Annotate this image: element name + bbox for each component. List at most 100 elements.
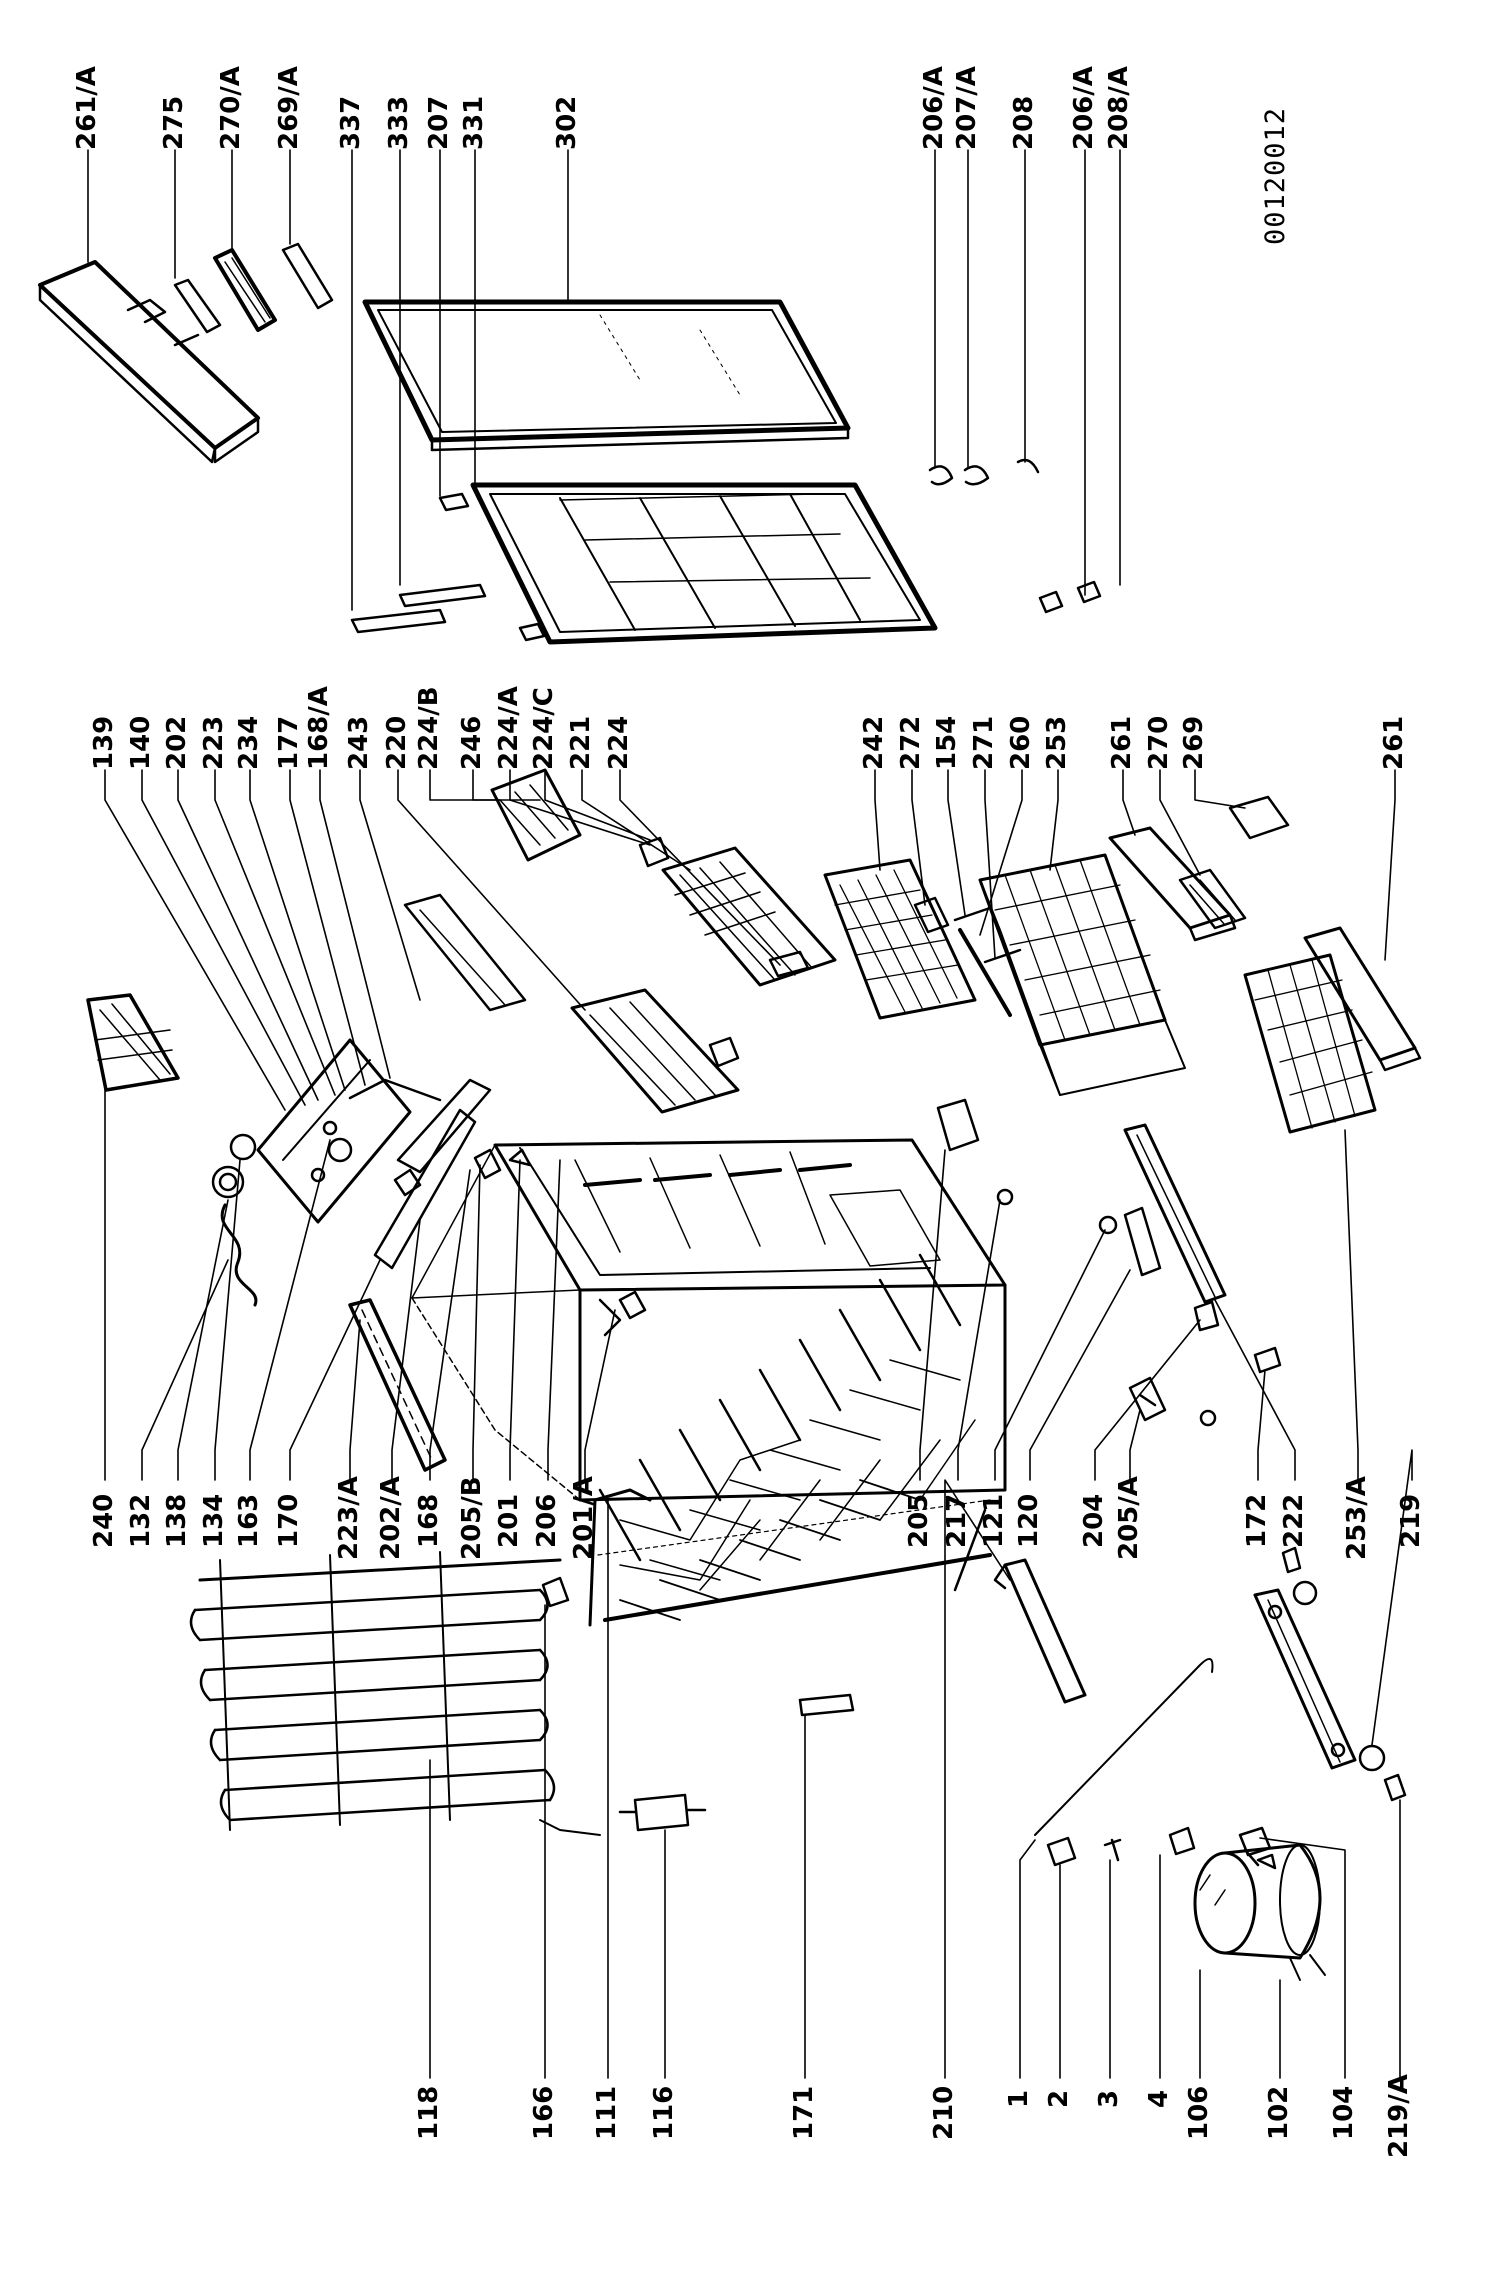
part-104: [1238, 1826, 1272, 1867]
label-205a: 205/A: [1114, 1476, 1144, 1560]
part-120: [1123, 1206, 1162, 1277]
part-269a: [281, 242, 334, 310]
label-221: 221: [566, 715, 596, 770]
bar-260: [958, 928, 1012, 1017]
control-panel: [211, 1038, 492, 1307]
wire-part-1: [1034, 1657, 1214, 1836]
label-261: 261: [1107, 715, 1137, 770]
label-166: 166: [529, 2085, 559, 2140]
label-270a: 270/A: [216, 66, 246, 150]
label-177: 177: [274, 715, 304, 770]
label-217: 217: [942, 1493, 972, 1548]
label-240: 240: [89, 1493, 119, 1548]
part-205a-pin: [1199, 1409, 1217, 1427]
label-246: 246: [457, 715, 487, 770]
basket-frame-221: [661, 846, 837, 987]
label-201: 201: [494, 1493, 524, 1548]
wire-basket-253a: [1243, 953, 1377, 1134]
label-116: 116: [649, 2085, 679, 2140]
door-trim-261a: [38, 260, 260, 464]
condenser-118: [189, 1551, 601, 1836]
part-166: [541, 1576, 570, 1608]
label-219: 219: [1396, 1493, 1426, 1548]
label-1: 1: [1004, 2089, 1034, 2108]
label-138: 138: [162, 1493, 192, 1548]
label-163: 163: [234, 1493, 264, 1548]
evaporator-111: [588, 1253, 992, 1627]
part-270a: [213, 248, 277, 332]
hinge-parts-top: [350, 492, 546, 642]
leader-lines: [87, 149, 1413, 2079]
label-168a: 168/A: [304, 686, 334, 770]
part-172: [1253, 1346, 1282, 1374]
grid-shelf-242: [823, 858, 977, 1020]
label-171: 171: [789, 2085, 819, 2140]
label-272: 272: [896, 715, 926, 770]
label-102: 102: [1264, 2085, 1294, 2140]
label-253: 253: [1042, 715, 1072, 770]
label-204: 204: [1079, 1493, 1109, 1548]
wire-basket-253: [978, 853, 1186, 1096]
label-219a: 219/A: [1384, 2074, 1414, 2158]
part-271: [983, 948, 1022, 964]
label-134: 134: [199, 1493, 229, 1548]
label-2: 2: [1044, 2089, 1074, 2108]
label-168: 168: [414, 1493, 444, 1548]
label-331: 331: [459, 95, 489, 150]
label-224b: 224/B: [414, 686, 444, 770]
label-208: 208: [1009, 95, 1039, 150]
label-302: 302: [552, 95, 582, 150]
label-202a: 202/A: [376, 1476, 406, 1560]
label-243: 243: [344, 715, 374, 770]
label-139: 139: [89, 715, 119, 770]
label-275: 275: [159, 95, 189, 150]
label-3: 3: [1094, 2089, 1124, 2108]
part-154: [953, 906, 992, 922]
label-223a: 223/A: [334, 1476, 364, 1560]
label-260: 260: [1006, 715, 1036, 770]
label-4: 4: [1144, 2089, 1174, 2108]
label-111: 111: [592, 2085, 622, 2140]
part-219-small: [1281, 1546, 1302, 1574]
label-205b: 205/B: [457, 1476, 487, 1560]
label-333: 333: [384, 95, 414, 150]
label-170: 170: [274, 1493, 304, 1548]
label-172: 172: [1242, 1493, 1272, 1548]
compressor-102: [1193, 1843, 1326, 1981]
label-337: 337: [336, 95, 366, 150]
rail-223a: [348, 1298, 447, 1472]
part-4: [1168, 1826, 1196, 1856]
label-261-b: 261: [1379, 715, 1409, 770]
shelf-243: [403, 893, 527, 1012]
label-206a: 206/A: [919, 66, 949, 150]
label-205: 205: [904, 1493, 934, 1548]
base-rail-253a: [1253, 1588, 1357, 1770]
basket-front-261b: [1303, 926, 1422, 1072]
label-207: 207: [424, 95, 454, 150]
label-223: 223: [199, 715, 229, 770]
label-224: 224: [604, 715, 634, 770]
label-106: 106: [1184, 2085, 1214, 2140]
foot-219-b: [1358, 1744, 1386, 1772]
part-204: [1193, 1300, 1220, 1332]
part-272: [913, 896, 950, 934]
label-118: 118: [414, 2085, 444, 2140]
parts-224a-224c: [638, 836, 740, 1068]
bar-210: [993, 1558, 1087, 1704]
cabinet-body: [411, 1138, 1007, 1502]
label-261a: 261/A: [72, 66, 102, 150]
part-121: [1098, 1215, 1118, 1235]
top-grille-240: [86, 993, 180, 1092]
part-171: [798, 1693, 855, 1717]
foot-219: [1292, 1580, 1318, 1606]
label-222: 222: [1279, 1493, 1309, 1548]
shelf-220: [570, 988, 740, 1114]
label-154: 154: [932, 715, 962, 770]
label-206: 206: [532, 1493, 562, 1548]
label-207a: 207/A: [952, 66, 982, 150]
part-106: [1256, 1853, 1277, 1870]
rail-222: [1123, 1123, 1227, 1304]
shelf-246: [490, 768, 582, 862]
diagram-code: 00120012: [1260, 106, 1291, 245]
